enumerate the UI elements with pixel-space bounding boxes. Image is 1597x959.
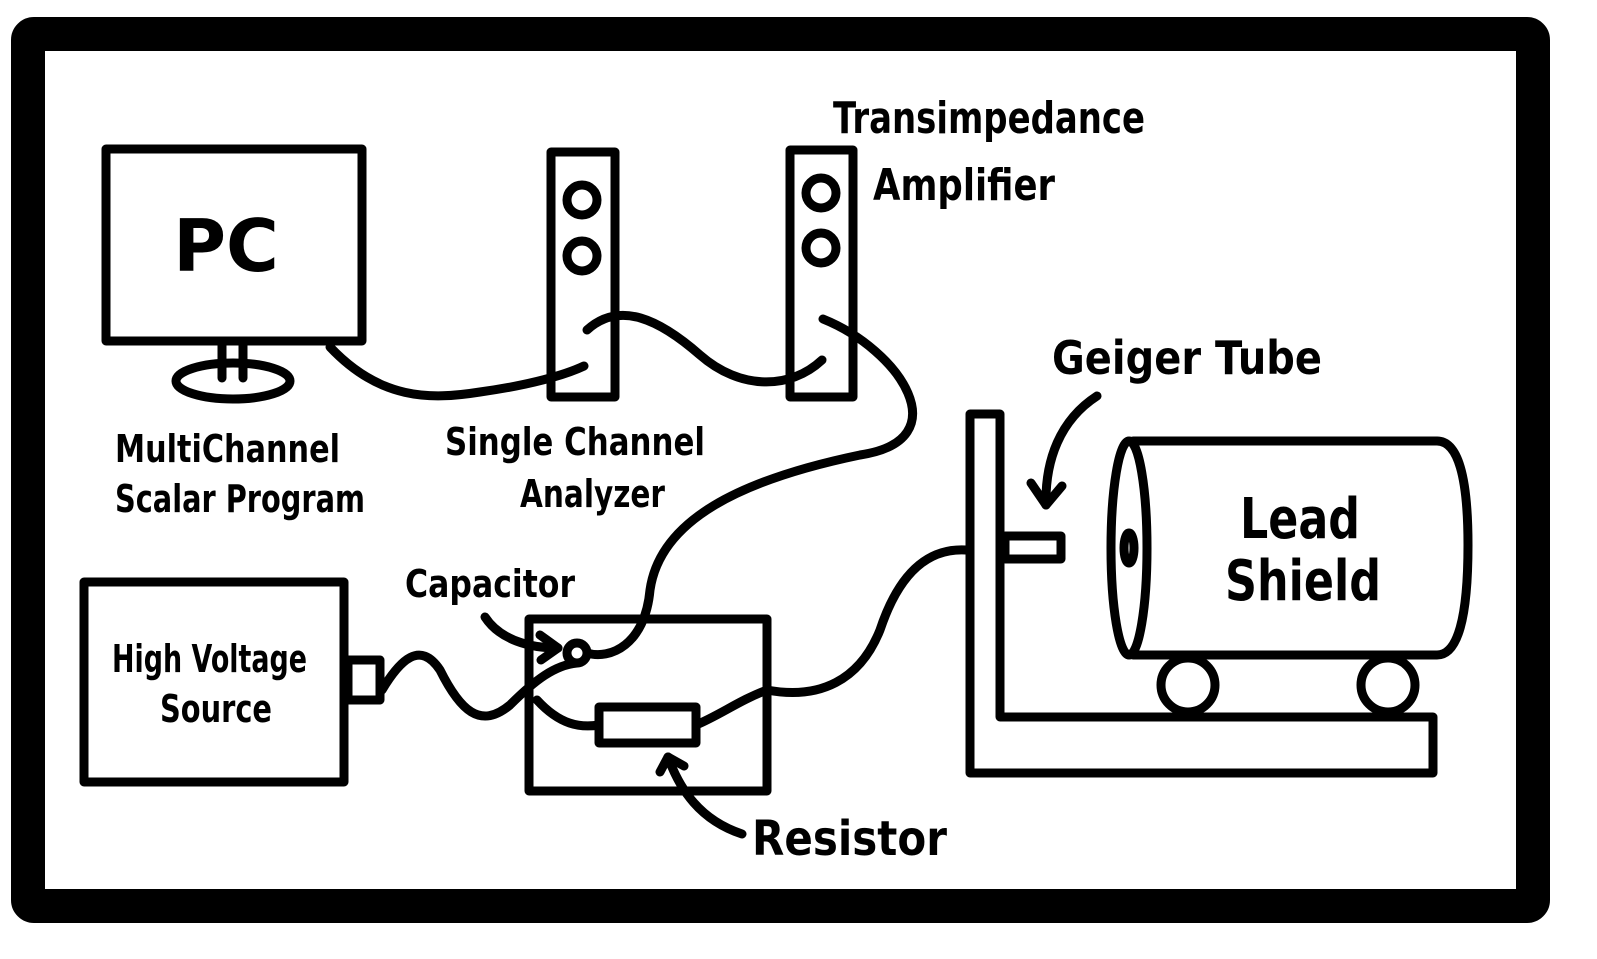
sca-label-line1: Single Channel [445, 420, 705, 464]
geiger-stand [965, 409, 1438, 778]
resistor-symbol [594, 702, 701, 748]
geiger-tube-arrowhead [1026, 478, 1067, 510]
wire-to-resistor-left [532, 695, 604, 731]
geiger-tube-label: Geiger Tube [1052, 331, 1322, 385]
resistor-arrow [663, 752, 747, 839]
tia-label-line2: Amplifier [873, 160, 1055, 211]
outer-frame [11, 17, 1550, 923]
mcs-label-line2: Scalar Program [115, 477, 365, 521]
capacitor-arrow [480, 612, 563, 653]
wire-from-resistor-right [691, 685, 772, 730]
cable-box-to-geiger [762, 545, 971, 697]
high-voltage-source [79, 577, 385, 787]
capacitor-arrowhead [535, 630, 563, 665]
tia-label-line1: Transimpedance [833, 93, 1145, 144]
lead-shield-label-line1: Lead [1240, 487, 1360, 552]
cable-hv-to-box [377, 650, 582, 721]
geiger-tube [1000, 531, 1066, 564]
capacitor-label: Capacitor [405, 562, 575, 606]
lead-shield [1106, 436, 1473, 717]
cable-sca-to-tia [582, 310, 827, 387]
transimpedance-amplifier [785, 145, 858, 402]
resistor-arrowhead [655, 752, 689, 777]
pc-monitor: PC [101, 144, 367, 404]
cable-tia-to-capacitor [582, 314, 917, 660]
single-channel-analyzer [546, 147, 620, 402]
hv-label-line2: Source [160, 687, 272, 731]
pc-label: PC [173, 204, 279, 288]
resistor-label: Resistor [752, 811, 947, 867]
cable-pc-to-sca [325, 342, 589, 401]
sca-label-line2: Analyzer [520, 472, 665, 516]
mcs-label-line1: MultiChannel [115, 427, 340, 471]
lead-shield-label-line2: Shield [1225, 549, 1381, 614]
geiger-tube-arrow [1041, 391, 1102, 510]
hv-label-line1: High Voltage [112, 637, 307, 681]
